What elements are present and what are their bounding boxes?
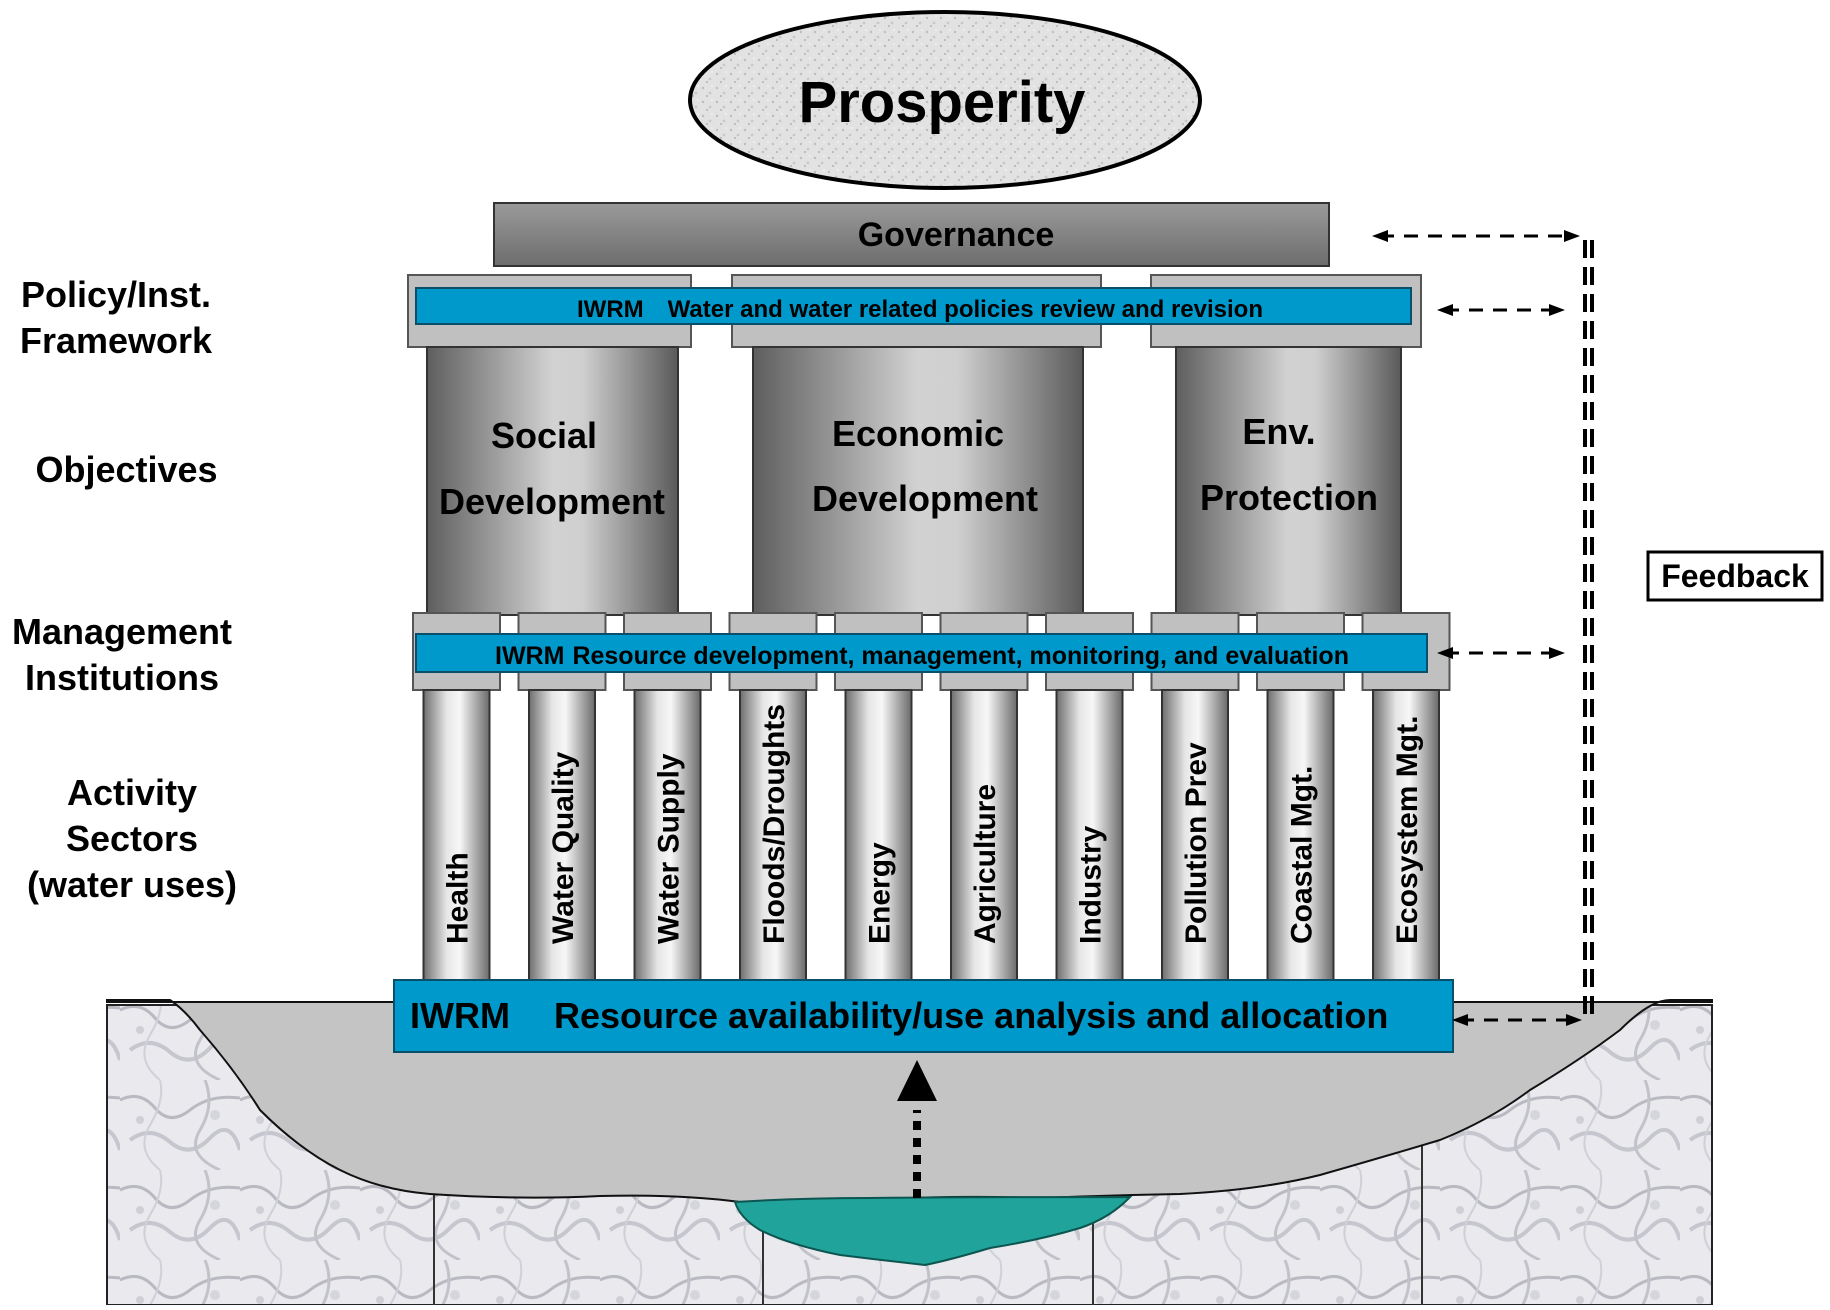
row-label-policy: Policy/Inst. Framework bbox=[0, 272, 232, 364]
sector-columns bbox=[422, 689, 1440, 981]
sector-column bbox=[1055, 689, 1124, 981]
sector-label: Floods/Droughts bbox=[758, 704, 791, 944]
objective-economic-line2: Development bbox=[812, 478, 1038, 519]
sector-label: Health bbox=[442, 852, 475, 944]
management-bar-text: Resource development, management, monito… bbox=[572, 642, 1349, 670]
sector-label: Water Supply bbox=[653, 753, 686, 944]
objective-social-line2: Development bbox=[439, 481, 665, 522]
management-bar bbox=[415, 633, 1428, 673]
objective-social-line1: Social bbox=[491, 415, 597, 456]
prosperity-label: Prosperity bbox=[799, 70, 1086, 135]
foundation-bar-text: Resource availability/use analysis and a… bbox=[554, 995, 1388, 1036]
row-label-activity-line3: (water uses) bbox=[26, 864, 238, 905]
row-label-objectives-line1: Objectives bbox=[35, 449, 218, 490]
sector-label: Industry bbox=[1075, 825, 1108, 944]
row-label-management: Management Institutions bbox=[0, 609, 244, 701]
policy-bar bbox=[415, 287, 1412, 325]
sector-column bbox=[1266, 689, 1335, 981]
governance-beam bbox=[493, 202, 1330, 267]
row-label-management-line1: Management bbox=[11, 611, 233, 652]
row-label-policy-line1: Policy/Inst. bbox=[20, 274, 212, 315]
prosperity-ellipse bbox=[688, 10, 1202, 190]
governance-label: Governance bbox=[858, 216, 1055, 254]
sector-column bbox=[739, 689, 807, 981]
sector-label: Water Quality bbox=[547, 751, 580, 944]
sector-label: Coastal Mgt. bbox=[1286, 766, 1319, 944]
water-body bbox=[733, 1195, 1133, 1267]
feedback-connectors bbox=[1372, 230, 1594, 1026]
feedback-box bbox=[1646, 550, 1824, 602]
sector-column bbox=[1372, 689, 1440, 981]
policy-bar-text: Water and water related policies review … bbox=[668, 296, 1263, 323]
sector-column bbox=[633, 689, 702, 981]
row-label-activity: Activity Sectors (water uses) bbox=[10, 770, 254, 908]
foundation-bar bbox=[393, 979, 1454, 1053]
sector-column bbox=[422, 689, 491, 981]
sector-label: Pollution Prev bbox=[1180, 742, 1213, 944]
sector-column bbox=[844, 689, 913, 981]
row-label-activity-line2: Sectors bbox=[65, 818, 199, 859]
sector-column bbox=[950, 689, 1018, 981]
sector-column bbox=[1161, 689, 1229, 981]
sector-label: Agriculture bbox=[969, 784, 1002, 944]
management-bar-prefix: IWRM bbox=[495, 642, 564, 670]
sector-label: Ecosystem Mgt. bbox=[1391, 716, 1424, 944]
row-label-management-line2: Institutions bbox=[25, 657, 219, 698]
objective-economic-line1: Economic bbox=[832, 413, 1004, 454]
row-label-objectives: Objectives bbox=[0, 447, 253, 493]
objective-env-line1: Env. bbox=[1242, 411, 1315, 452]
row-label-activity-line1: Activity bbox=[66, 772, 198, 813]
foundation-bar-prefix: IWRM bbox=[410, 995, 510, 1036]
sector-labels: Health Water Quality Water Supply Floods/Dr… bbox=[442, 704, 1425, 944]
policy-bar-prefix: IWRM bbox=[577, 296, 644, 323]
objective-columns bbox=[426, 346, 1402, 616]
objective-env-line2: Protection bbox=[1200, 477, 1378, 518]
sector-label: Energy bbox=[864, 842, 897, 944]
row-label-policy-line2: Framework bbox=[19, 320, 213, 361]
upward-arrowhead-icon bbox=[897, 1060, 937, 1101]
feedback-label: Feedback bbox=[1661, 558, 1809, 594]
